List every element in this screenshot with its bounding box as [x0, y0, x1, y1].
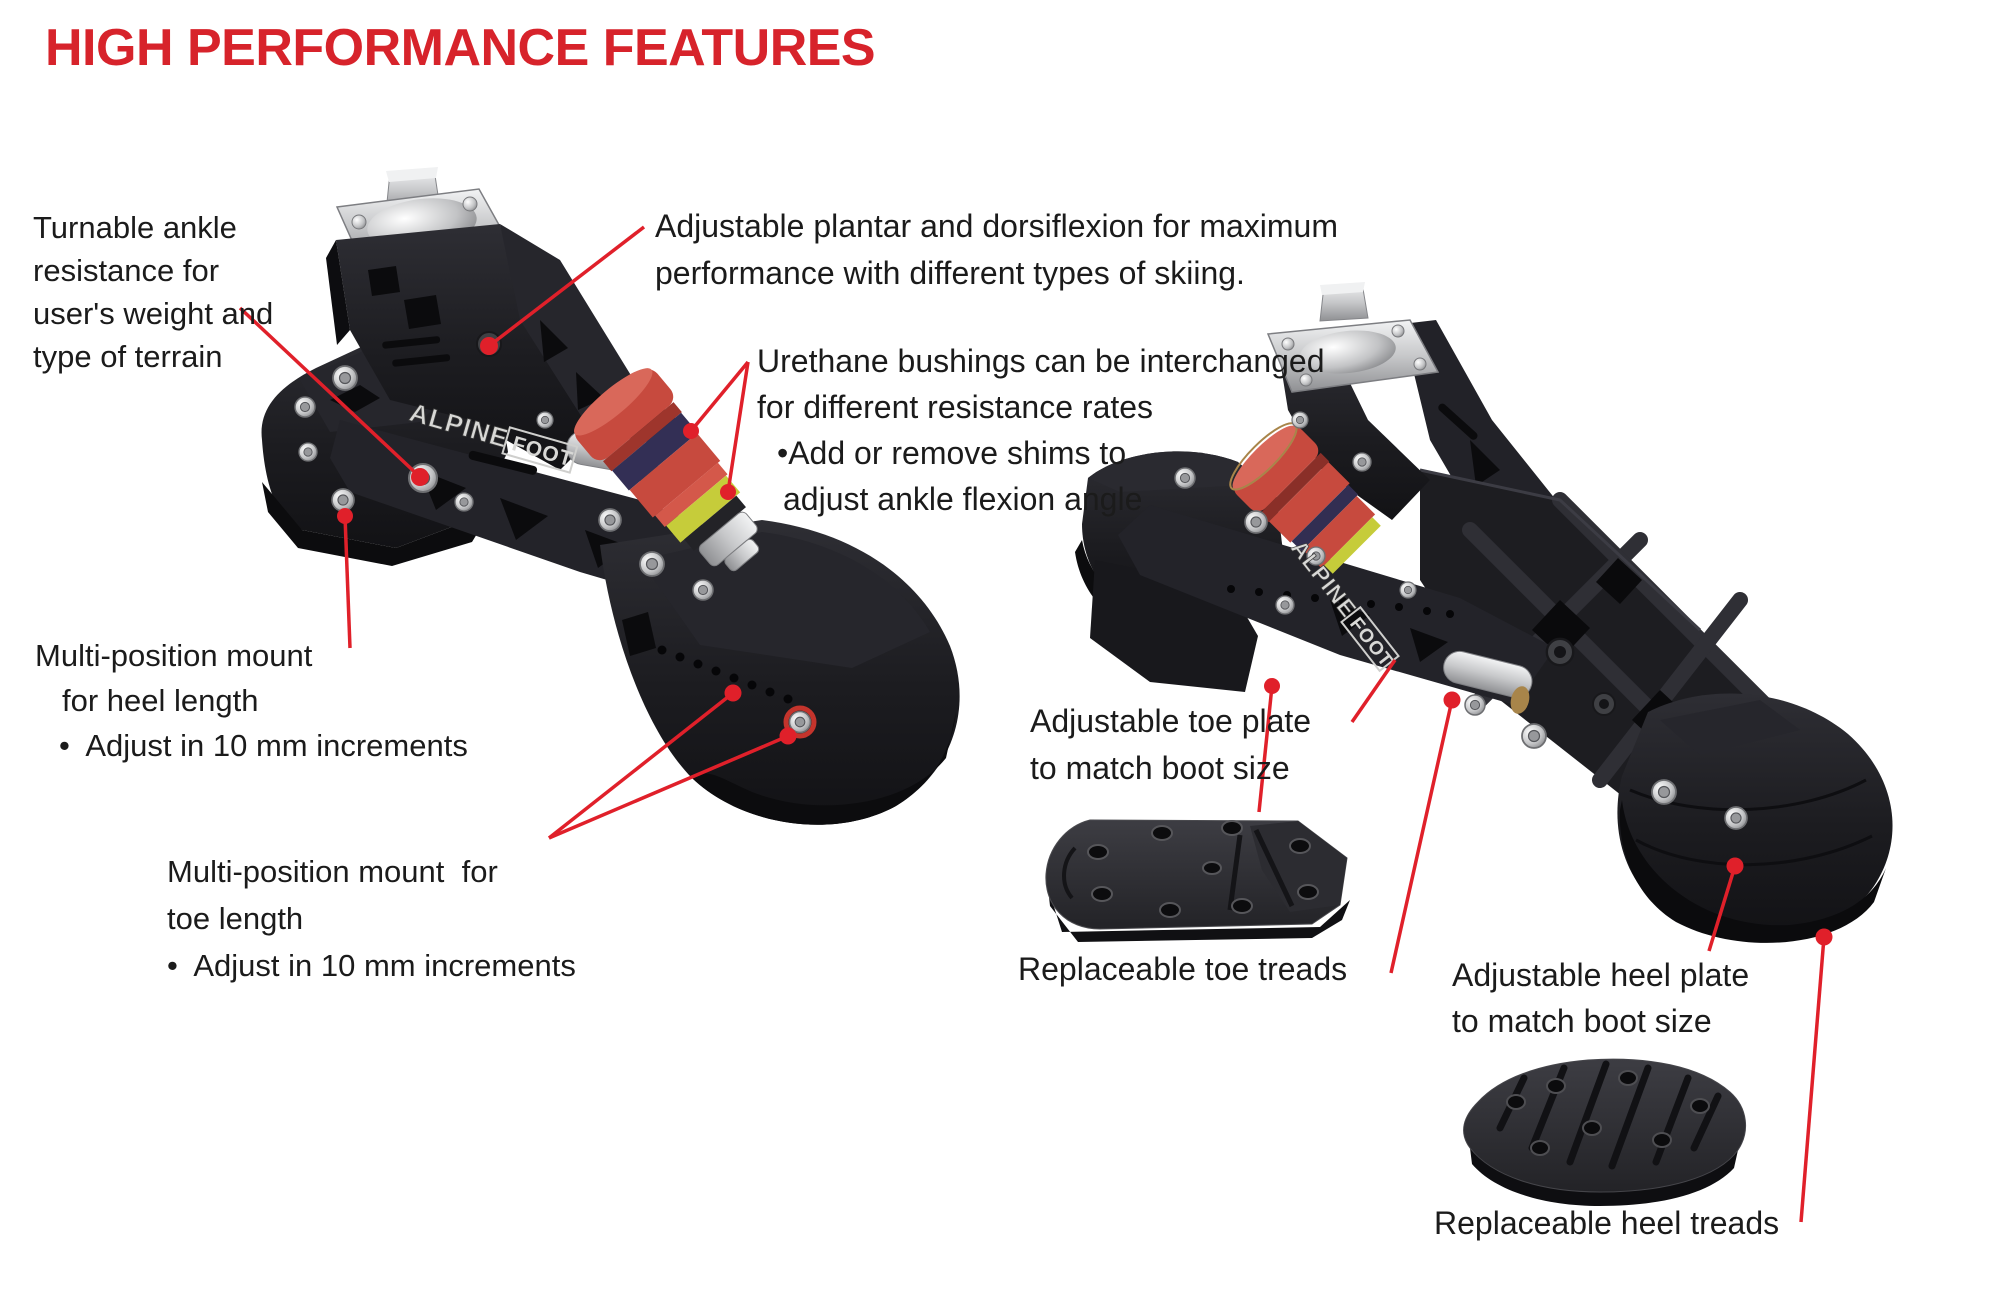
label-line: performance with different types of skii…	[655, 255, 1245, 291]
label-urethane-bushings: Urethane bushings can be interchanged fo…	[757, 338, 1325, 522]
label-line: Urethane bushings can be interchanged	[757, 343, 1325, 379]
label-line: •Add or remove shims to	[777, 435, 1127, 471]
leader-line-toe-plate-link	[1257, 685, 1274, 813]
label-line: user's weight and	[33, 296, 274, 331]
leader-dot	[779, 727, 797, 745]
leader-dot	[1726, 857, 1744, 875]
leader-line-toe-plate	[1350, 659, 1397, 723]
leader-line-turnable	[238, 306, 422, 479]
label-line: Multi-position mount for	[167, 854, 498, 889]
label-line: Replaceable toe treads	[1018, 951, 1348, 987]
label-line: to match boot size	[1030, 750, 1290, 786]
label-line: Adjustable plantar and dorsiflexion for …	[655, 208, 1338, 244]
leader-dot	[480, 337, 498, 355]
leader-line-urethane-1	[689, 360, 750, 433]
leader-dot	[1443, 691, 1461, 709]
label-line: toe length	[167, 901, 304, 936]
label-line: Adjustable heel plate	[1452, 957, 1750, 993]
leader-line-toe-mount-2	[548, 734, 789, 840]
bushing-stack	[574, 368, 760, 572]
label-heel-mount: Multi-position mount for heel length • A…	[35, 633, 468, 768]
label-line: • Adjust in 10 mm increments	[59, 728, 468, 763]
label-toe-plate: Adjustable toe plate to match boot size	[1030, 698, 1311, 792]
leader-line-heel-treads	[1799, 936, 1826, 1223]
label-line: Turnable ankle	[33, 210, 237, 245]
leader-line-heel-mount	[343, 515, 352, 649]
left-foot-photo: ALPINE FOOT	[261, 167, 960, 825]
label-line: adjust ankle flexion angle	[783, 481, 1143, 517]
leader-dot	[683, 423, 699, 439]
label-line: • Adjust in 10 mm increments	[167, 948, 576, 983]
leader-line-toe-mount-1	[547, 691, 735, 840]
leader-dot	[411, 468, 429, 486]
toe-tread-photo	[1045, 819, 1350, 942]
tread-holes	[1506, 1070, 1710, 1156]
label-heel-plate: Adjustable heel plate to match boot size	[1452, 952, 1749, 1044]
label-line: Multi-position mount	[35, 638, 313, 673]
right-foot-photo: ALPINE FOOT	[1075, 282, 1893, 943]
label-line: for different resistance rates	[757, 389, 1154, 425]
leader-dot	[1815, 928, 1833, 946]
leader-line-plantar	[487, 225, 646, 348]
leader-dot	[337, 508, 353, 524]
leader-line-urethane-2	[726, 361, 750, 493]
countersunk-holes	[1087, 820, 1319, 918]
page-title: HIGH PERFORMANCE FEATURES	[45, 19, 876, 77]
leader-dot	[724, 684, 742, 702]
label-toe-treads: Replaceable toe treads	[1018, 946, 1347, 992]
label-line: type of terrain	[33, 339, 223, 374]
leader-dot	[720, 484, 736, 500]
toe-length-holes	[657, 645, 793, 704]
leader-lines	[238, 225, 1833, 1223]
label-line: resistance for	[33, 253, 220, 288]
leader-line-toe-treads	[1389, 699, 1454, 974]
label-turnable-ankle: Turnable ankle resistance for user's wei…	[33, 206, 273, 378]
heel-length-holes	[1227, 585, 1454, 618]
label-heel-treads: Replaceable heel treads	[1434, 1200, 1779, 1246]
leader-dot	[1264, 678, 1280, 694]
label-toe-mount: Multi-position mount for toe length • Ad…	[167, 848, 576, 989]
label-line: for heel length	[62, 683, 259, 718]
pyramid-adapter	[1266, 282, 1440, 393]
bushing-stack	[1229, 422, 1381, 574]
label-line: to match boot size	[1452, 1003, 1712, 1039]
leader-line-heel-plate	[1707, 865, 1737, 952]
heel-tread-photo	[1463, 1058, 1747, 1206]
label-plantar-dorsiflexion: Adjustable plantar and dorsiflexion for …	[655, 203, 1338, 297]
label-line: Replaceable heel treads	[1434, 1205, 1780, 1241]
label-line: Adjustable toe plate	[1030, 703, 1312, 739]
